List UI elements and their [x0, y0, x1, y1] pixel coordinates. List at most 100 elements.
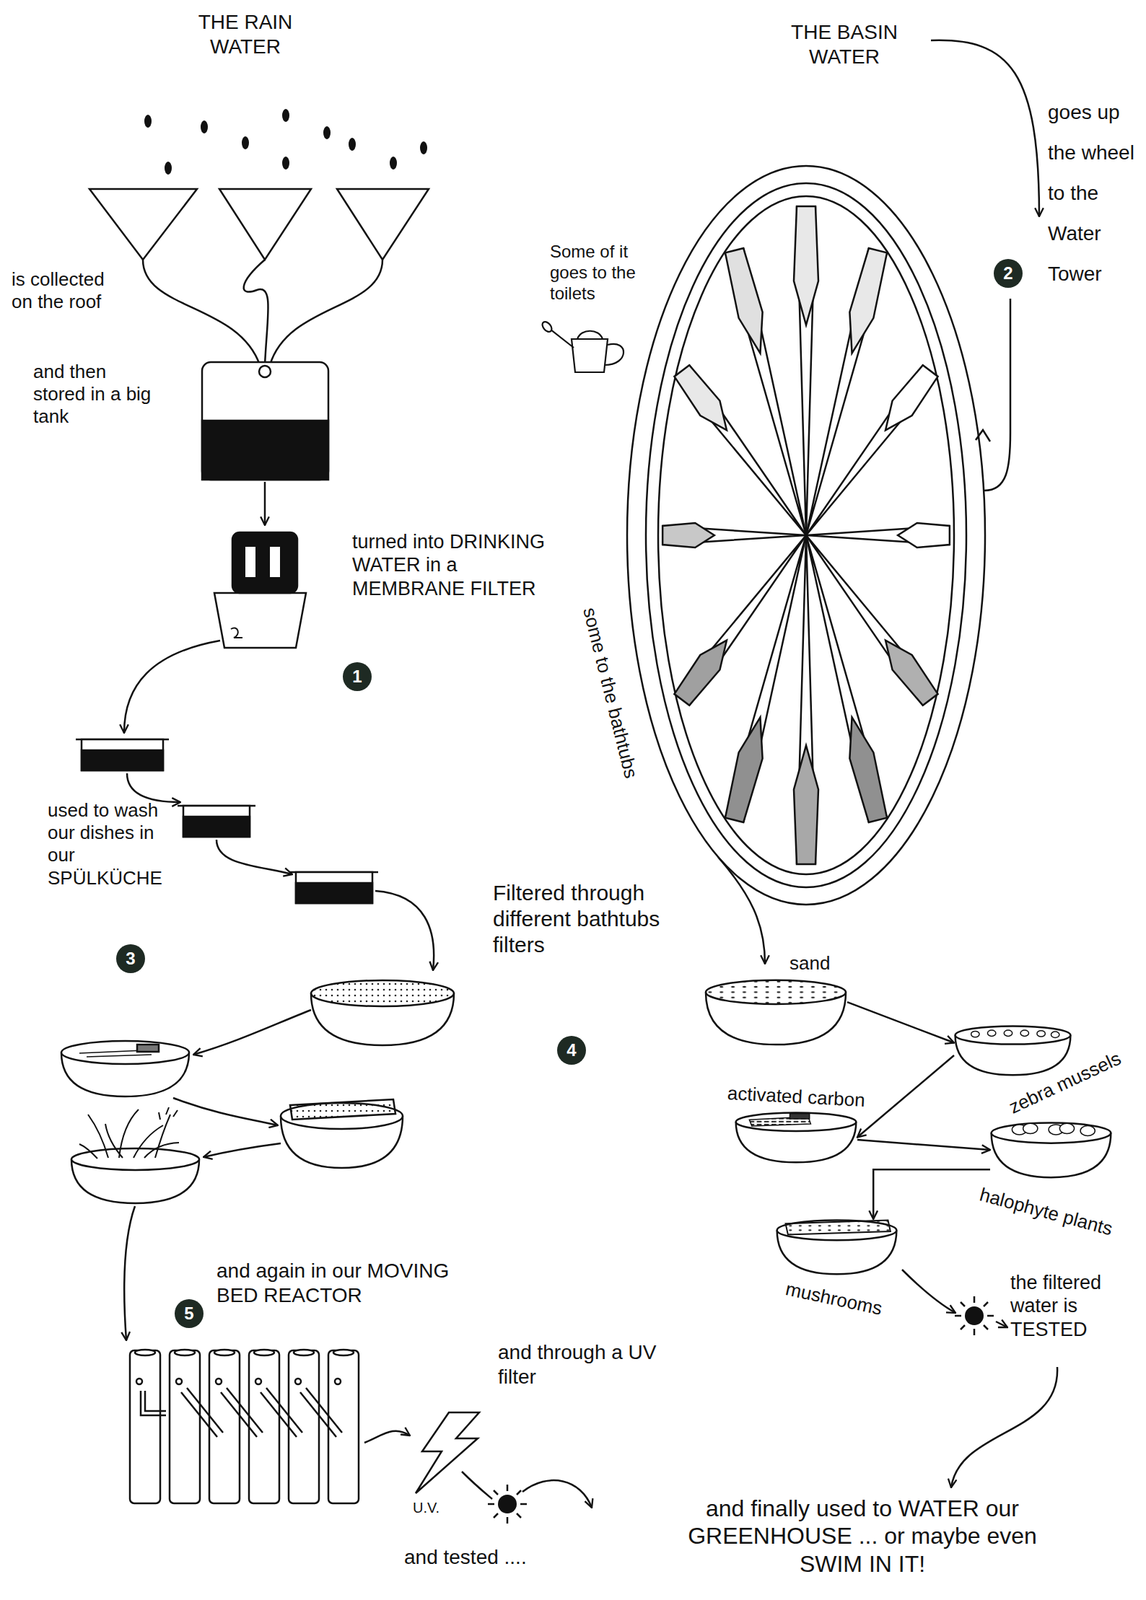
- moving-bed-reactor: [134, 1350, 156, 1357]
- left-bathtubs: [203, 1143, 281, 1158]
- bathtub-outline: [775, 1219, 898, 1276]
- raindrops: [200, 120, 208, 134]
- test-sun: [951, 1367, 1058, 1489]
- moving-bed-reactor: [254, 1350, 275, 1357]
- left-bathtubs: [124, 1206, 135, 1341]
- symbol-label: U.V.: [412, 1499, 440, 1517]
- tub-label: sand: [789, 953, 830, 975]
- moving-bed-reactor: [140, 1391, 166, 1416]
- storage-tank: [259, 365, 271, 378]
- ferris-wheel: [645, 183, 967, 888]
- left-bathtubs: [61, 1041, 190, 1065]
- moving-bed-reactor: [333, 1350, 354, 1357]
- column-heading: THE BASIN WATER: [772, 20, 917, 69]
- ferris-wheel: [794, 247, 890, 539]
- watering-can: [577, 331, 603, 340]
- raindrops: [164, 161, 172, 175]
- roof-funnels: [243, 259, 269, 366]
- moving-bed-reactor: [255, 1379, 262, 1385]
- basin-water-path: [627, 40, 1040, 965]
- membrane-filter: [124, 532, 306, 734]
- moving-bed-reactor: [334, 1379, 341, 1385]
- callout-number: 2: [993, 259, 1023, 288]
- roof-funnels: [337, 189, 429, 260]
- filter-bathtub: activated carbon: [734, 1112, 858, 1164]
- flow-arrow: [857, 1055, 955, 1139]
- membrane-filter: [245, 547, 256, 578]
- raindrops: [144, 108, 428, 175]
- watering-can: [604, 344, 624, 366]
- roof-funnels: [142, 259, 260, 366]
- left-bathtubs: [193, 1010, 312, 1056]
- step-note: and again in our MOVING BED REACTOR: [216, 1259, 470, 1308]
- watering-can: [549, 329, 574, 348]
- test-sun: [902, 1270, 956, 1314]
- filter-bathtub: halophyte plants: [990, 1122, 1113, 1179]
- uv-lightning: [522, 1480, 592, 1509]
- basin-water-path: [627, 165, 986, 905]
- column-heading: THE RAIN WATER: [184, 10, 307, 59]
- ferris-wheel: [795, 528, 940, 708]
- watering-can: [540, 320, 624, 373]
- flow-arrow: [873, 1169, 991, 1220]
- dish-trays: [295, 883, 373, 904]
- roof-funnels: [89, 189, 429, 366]
- left-bathtubs: [137, 1044, 159, 1053]
- raindrops: [348, 137, 356, 151]
- step-note: Filtered through different bathtubs filt…: [492, 880, 667, 959]
- roof-funnels: [219, 189, 312, 260]
- bathtub-outline: [990, 1122, 1113, 1179]
- storage-tank: [264, 482, 267, 526]
- left-bathtubs: [173, 1098, 278, 1126]
- ferris-wheel: [806, 523, 950, 548]
- filter-bathtub: sand: [704, 979, 848, 1046]
- dish-trays: [81, 750, 164, 771]
- roof-funnels: [269, 259, 383, 366]
- step-note: some to the bathtubs: [577, 605, 642, 781]
- ferris-wheel: [793, 206, 819, 536]
- dish-trays: [81, 739, 164, 771]
- dish-trays: [75, 739, 434, 971]
- tub-label: mushrooms: [783, 1278, 885, 1320]
- tub-label: activated carbon: [726, 1083, 866, 1113]
- moving-bed-reactor: [214, 1350, 235, 1357]
- step-note: and through a UV filter: [497, 1340, 672, 1390]
- moving-bed-reactor: [174, 1350, 195, 1357]
- ferris-wheel: [793, 535, 819, 865]
- raindrops: [420, 141, 428, 155]
- ferris-wheel: [722, 532, 818, 824]
- test-sun: [995, 1322, 1008, 1328]
- membrane-filter: [269, 547, 281, 578]
- step-note: used to wash our dishes in our SPÜLKÜCHE: [47, 799, 185, 890]
- step-note: the filtered water is TESTED: [1010, 1271, 1119, 1342]
- step-note: turned into DRINKING WATER in a MEMBRANE…: [352, 530, 548, 601]
- ferris-wheel: [645, 183, 967, 888]
- filter-bathtub: mushrooms: [775, 1219, 898, 1276]
- left-bathtubs: [290, 1099, 396, 1121]
- dish-trays: [216, 840, 293, 875]
- ferris-wheel: [671, 528, 816, 708]
- roof-funnels: [89, 189, 198, 260]
- membrane-filter: [214, 593, 306, 649]
- ferris-wheel: [658, 196, 955, 875]
- left-bathtubs: [158, 1107, 178, 1121]
- storage-tank: [202, 362, 329, 526]
- membrane-filter: [230, 628, 243, 638]
- moving-bed-reactor: [215, 1379, 222, 1385]
- moving-bed-reactor: [328, 1350, 359, 1504]
- moving-bed-reactor: [295, 1379, 301, 1385]
- moving-bed-reactor: [364, 1431, 410, 1444]
- uv-lightning: [415, 1413, 592, 1525]
- bathtub-outline: [734, 1112, 858, 1164]
- final-note: and finally used to WATER our GREENHOUSE…: [674, 1495, 1051, 1579]
- dish-trays: [183, 816, 250, 838]
- dish-trays: [127, 773, 181, 803]
- flow-arrow: [847, 1002, 955, 1043]
- membrane-filter: [232, 532, 298, 594]
- ferris-wheel: [662, 523, 807, 548]
- raindrops: [323, 126, 331, 140]
- basin-water-path: [930, 40, 1040, 217]
- ferris-wheel: [671, 363, 816, 543]
- dish-trays: [183, 806, 250, 838]
